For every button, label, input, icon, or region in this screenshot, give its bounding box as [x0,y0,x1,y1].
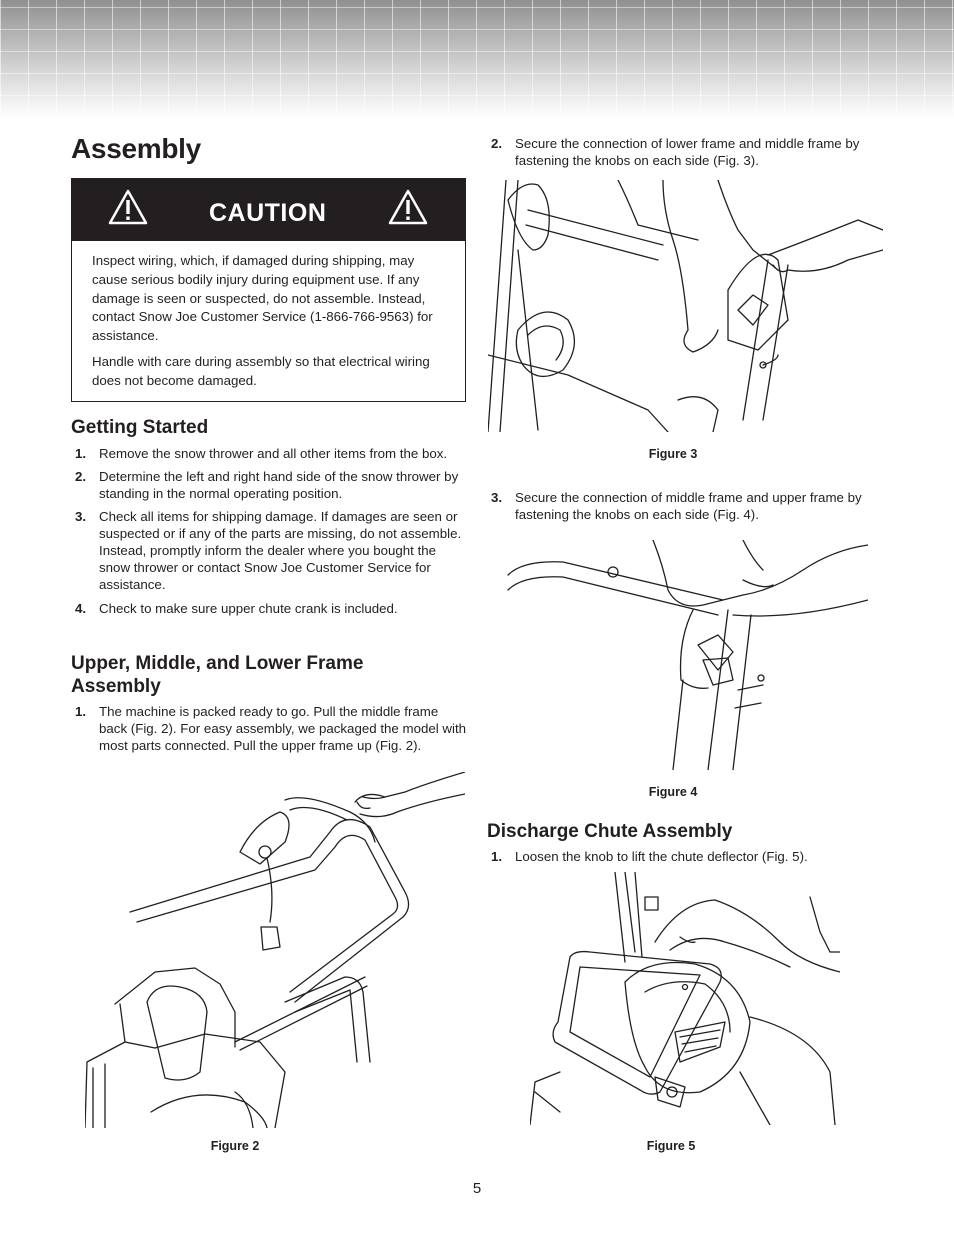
figure-2-illustration [85,772,465,1128]
frame-assembly-steps-right-2: 3. Secure the connection of middle frame … [487,489,872,523]
list-item: 1. The machine is packed ready to go. Pul… [71,703,468,754]
step-text: The machine is packed ready to go. Pull … [99,704,467,753]
step-number: 3. [75,509,87,524]
warning-triangle-icon [108,189,148,225]
step-text: Secure the connection of middle frame an… [515,490,862,522]
list-item: 2. Determine the left and right hand side… [71,468,468,502]
figure-4-caption: Figure 4 [648,785,698,799]
caution-heading: CAUTION [209,199,327,227]
step-text: Remove the snow thrower and all other it… [99,446,448,461]
step-number: 3. [491,490,503,505]
list-item: 3. Secure the connection of middle frame … [487,489,872,523]
header-band [0,0,954,118]
chute-assembly-heading: Discharge Chute Assembly [487,821,733,842]
caution-paragraph: Inspect wiring, which, if damaged during… [92,253,433,344]
step-number: 1. [75,704,87,719]
getting-started-heading: Getting Started [71,417,209,438]
chute-assembly-steps: 1. Loosen the knob to lift the chute defl… [487,848,872,865]
frame-assembly-steps-right-1: 2. Secure the connection of lower frame a… [487,135,872,169]
page-title: Assembly [71,133,201,164]
figure-3-caption: Figure 3 [648,447,698,461]
list-item: 1. Remove the snow thrower and all other … [71,445,468,462]
list-item: 4. Check to make sure upper chute crank i… [71,600,468,617]
frame-assembly-heading: Upper, Middle, and Lower Frame Assembly [71,653,364,697]
list-item: 3. Check all items for shipping damage. I… [71,508,468,593]
warning-triangle-icon [388,189,428,225]
figure-5-illustration [530,872,840,1125]
step-number: 1. [75,446,87,461]
list-item: 2. Secure the connection of lower frame a… [487,135,872,169]
step-text: Loosen the knob to lift the chute deflec… [515,849,808,864]
caution-body: Inspect wiring, which, if damaged during… [72,241,465,391]
caution-box: CAUTION Inspect wiring, which, if damage… [71,178,466,402]
caution-header: CAUTION [72,179,465,241]
figure-2-caption: Figure 2 [210,1139,260,1153]
step-text: Check to make sure upper chute crank is … [99,601,398,616]
figure-5-caption: Figure 5 [646,1139,696,1153]
step-text: Check all items for shipping damage. If … [99,509,462,592]
step-number: 4. [75,601,87,616]
step-text: Secure the connection of lower frame and… [515,136,860,168]
step-number: 1. [491,849,503,864]
step-number: 2. [491,136,503,151]
frame-assembly-steps-left: 1. The machine is packed ready to go. Pul… [71,703,468,754]
step-number: 2. [75,469,87,484]
caution-paragraph: Handle with care during assembly so that… [92,353,430,388]
page-number: 5 [472,1180,482,1197]
getting-started-steps: 1. Remove the snow thrower and all other … [71,445,468,617]
list-item: 1. Loosen the knob to lift the chute defl… [487,848,872,865]
figure-3-illustration [488,180,883,432]
step-text: Determine the left and right hand side o… [99,469,459,501]
figure-4-illustration [503,540,868,770]
